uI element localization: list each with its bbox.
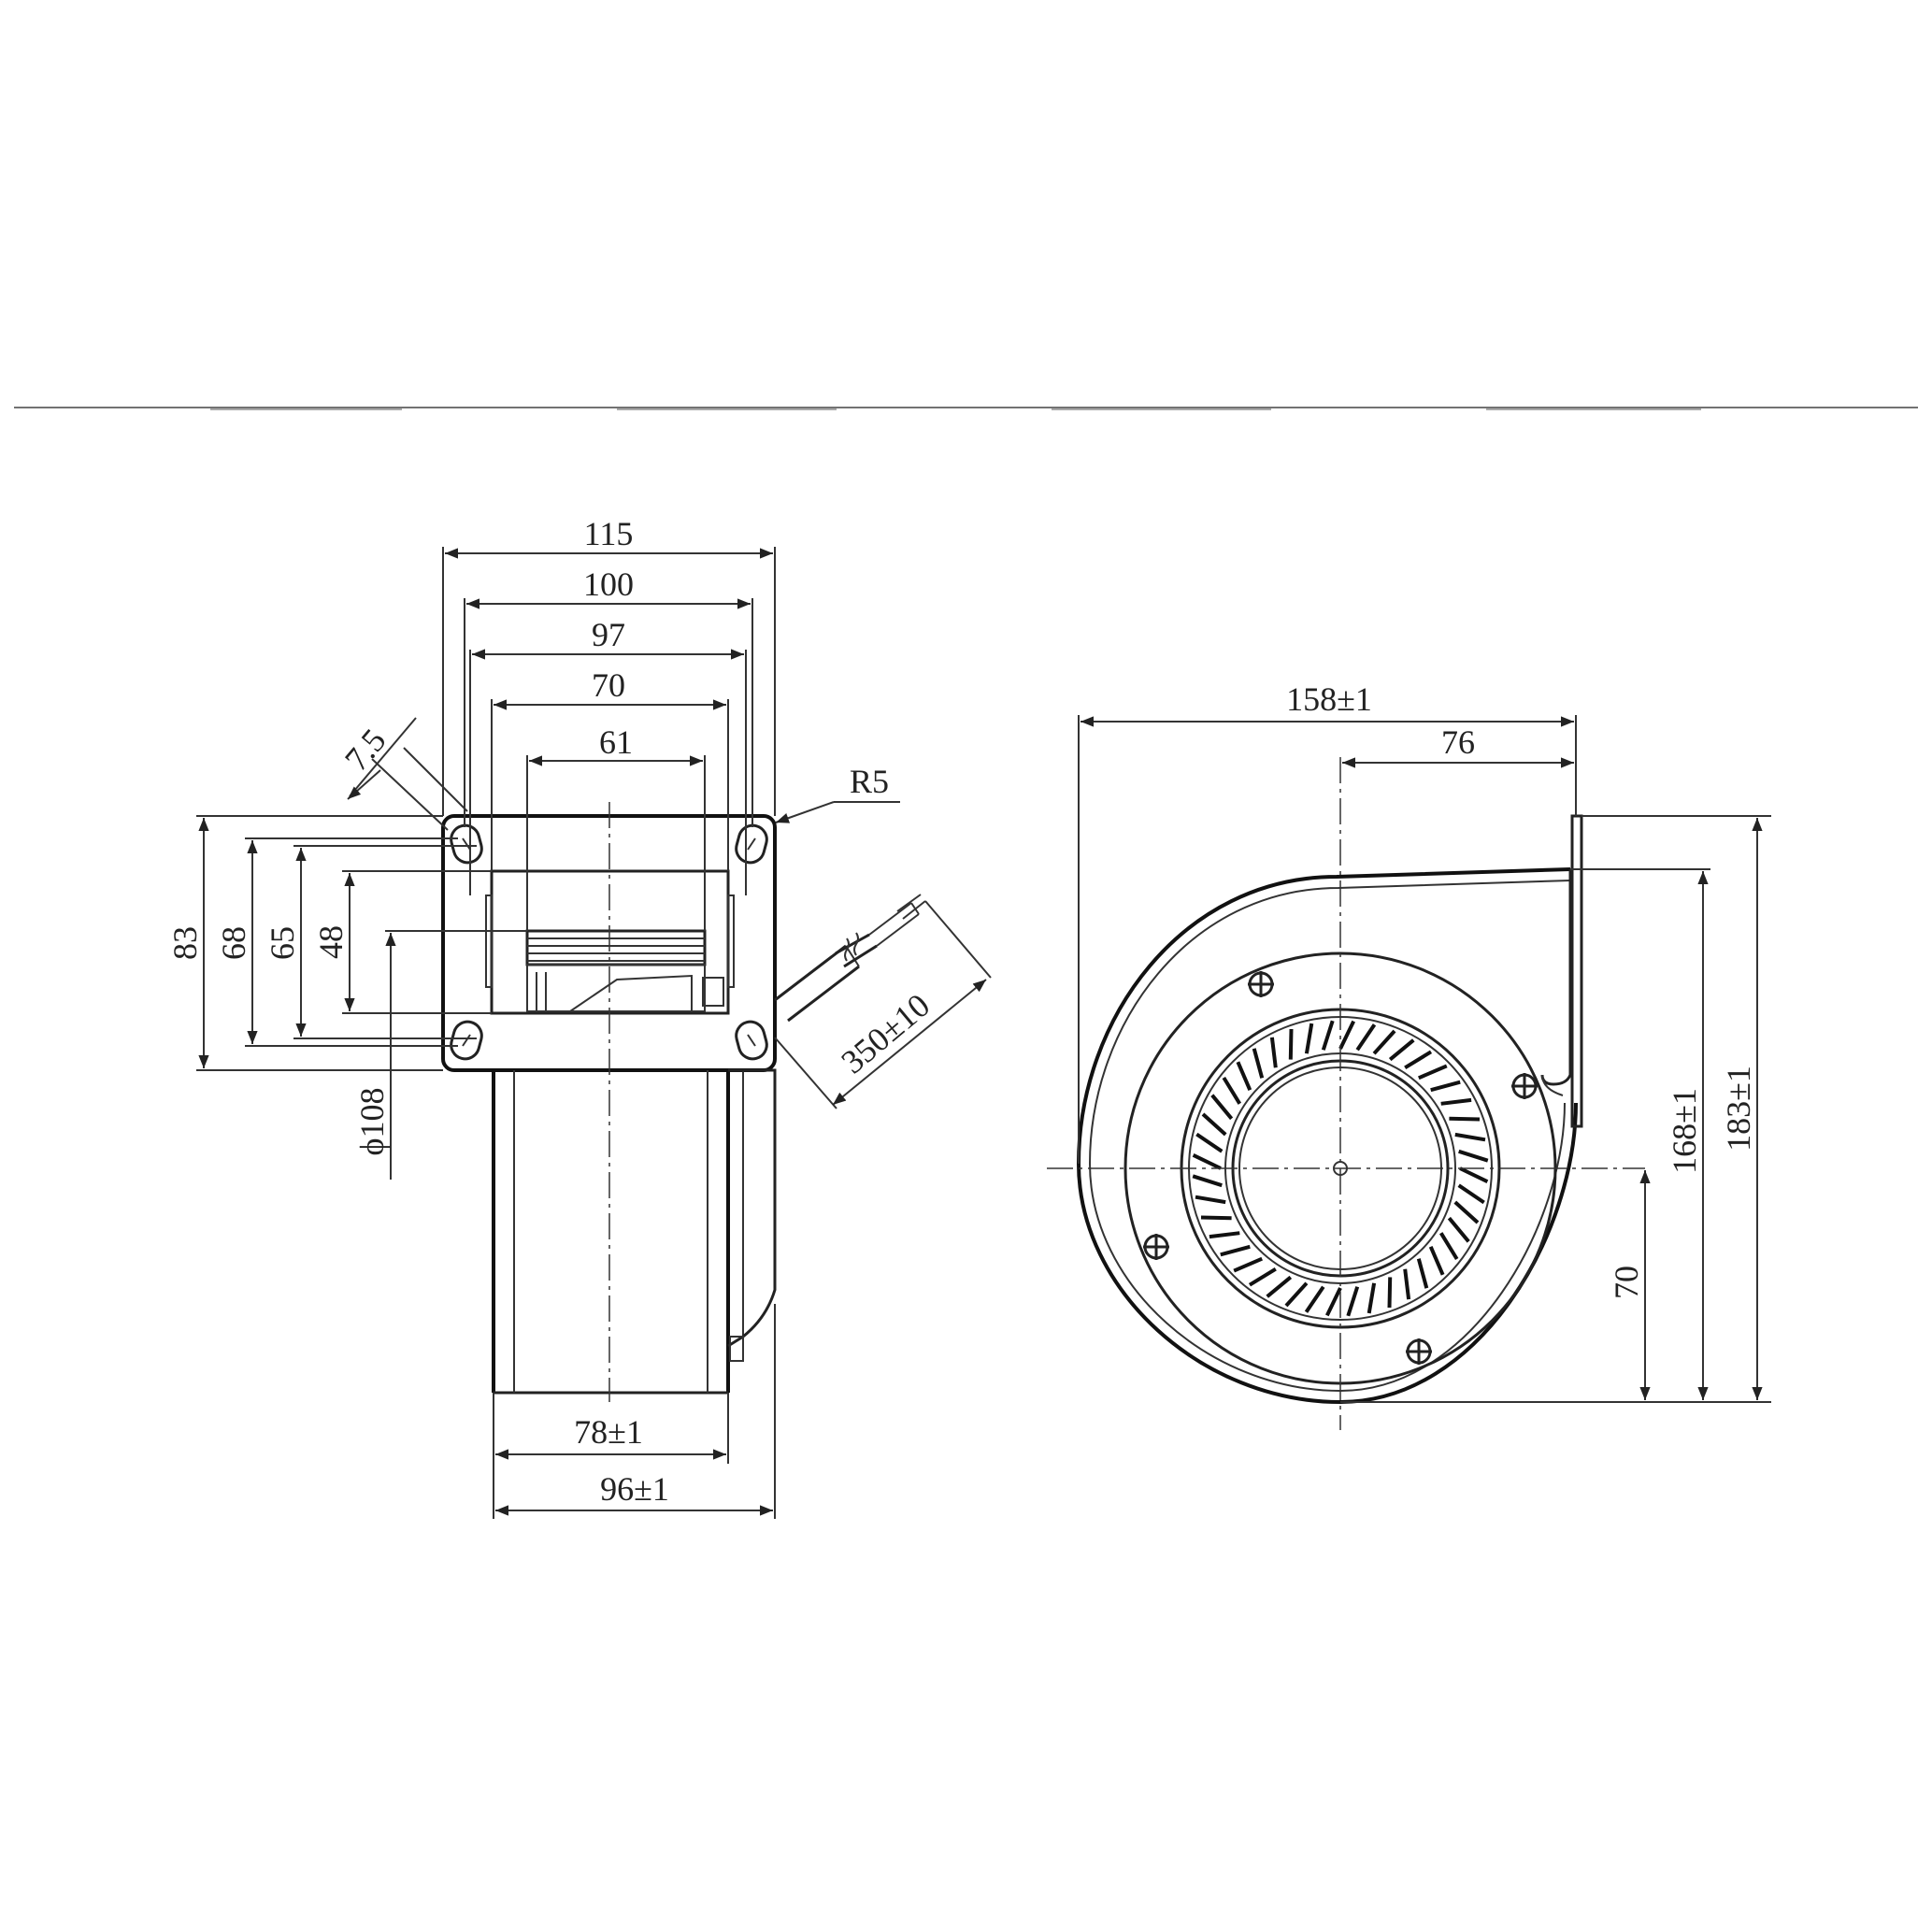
svg-text:96±1: 96±1 [600,1470,669,1508]
svg-text:78±1: 78±1 [574,1413,643,1451]
svg-text:168±1: 168±1 [1666,1088,1703,1174]
svg-text:70: 70 [1608,1266,1645,1299]
svg-text:70: 70 [592,666,625,704]
impeller-blade [1355,1023,1377,1052]
impeller-blade [1387,1277,1393,1309]
svg-text:61: 61 [599,723,633,761]
dimension-168: 168±1 [1570,868,1710,1400]
impeller-blade [1192,1152,1222,1170]
impeller-blade [1447,1216,1470,1243]
impeller-blade [1346,1286,1360,1317]
impeller-blade [1457,1183,1485,1205]
svg-text:65: 65 [264,926,301,960]
svg-text:76: 76 [1441,723,1475,761]
impeller-blade [1418,1064,1448,1080]
impeller-blade [1428,1246,1445,1276]
impeller-blade [1200,1215,1232,1221]
svg-text:R5: R5 [850,763,889,800]
impeller-blade [1233,1256,1263,1273]
impeller-blade [1252,1048,1265,1079]
dimension-slot-7-5: 7.5 [337,717,468,831]
svg-text:83: 83 [166,926,204,960]
front-view: 158±1 76 183±1 168±1 70 [1047,680,1771,1430]
impeller-blade [1266,1275,1293,1298]
impeller-blade [1288,1028,1294,1060]
impeller-blade [1438,1232,1459,1261]
cable [774,894,926,1023]
impeller-blade [1304,1023,1314,1054]
svg-text:158±1: 158±1 [1286,680,1372,718]
impeller-blade [1403,1268,1411,1300]
impeller-blade [1449,1116,1481,1122]
impeller-blade [1416,1258,1429,1289]
impeller-blade [1195,1132,1224,1153]
dimension-68: 68 [215,837,458,1047]
screw-icon [1143,971,1538,1365]
impeller-blade [1195,1195,1226,1205]
scroll-housing [1076,867,1578,1405]
dimension-158: 158±1 [1078,680,1577,1164]
impeller-blade [1458,1149,1489,1163]
impeller-blade [1236,1061,1252,1091]
impeller-blade [1222,1076,1242,1105]
impeller-blade [1404,1050,1433,1070]
dimension-70-front: 70 [1608,1170,1651,1400]
impeller-blade [1367,1282,1377,1314]
dimension-100: 100 [464,565,753,827]
impeller-blade [1454,1132,1486,1142]
impeller-blade [1388,1038,1415,1062]
impeller-blade [1304,1285,1325,1313]
svg-text:ϕ108: ϕ108 [353,1088,391,1156]
svg-text:183±1: 183±1 [1720,1066,1757,1152]
dimension-96: 96±1 [493,1304,776,1519]
dimension-r5: R5 [775,763,900,823]
impeller-blade [1192,1174,1223,1188]
impeller-blade [1269,1037,1278,1068]
svg-text:68: 68 [215,926,252,960]
impeller-blade [1321,1020,1335,1051]
top-border-line [14,407,1918,410]
svg-text:97: 97 [592,616,625,653]
impeller-blade [1372,1029,1396,1055]
impeller-blades [1192,1020,1489,1317]
dimension-83: 83 [166,815,443,1071]
impeller-view [525,929,724,1012]
svg-text:48: 48 [312,925,350,959]
dimension-diameter-108: ϕ108 [353,930,527,1180]
side-view: 115 100 97 70 61 [166,515,992,1519]
dimension-70: 70 [491,666,729,871]
outlet-flange [1570,814,1583,1128]
impeller-blade [1284,1281,1309,1308]
impeller-blade [1459,1166,1489,1184]
impeller-blade [1248,1267,1277,1287]
impeller-blade [1220,1244,1251,1257]
dimension-97: 97 [469,616,747,895]
dimension-76: 76 [1342,723,1574,768]
impeller-blade [1440,1097,1472,1106]
svg-text:7.5: 7.5 [337,722,394,778]
svg-text:115: 115 [584,515,634,552]
impeller-blade [1338,1020,1356,1050]
impeller-blade [1201,1112,1227,1137]
impeller-blade [1210,1094,1234,1121]
impeller-blade [1430,1080,1461,1093]
impeller-blade [1209,1231,1240,1239]
dimension-183: 183±1 [1340,815,1771,1403]
svg-text:100: 100 [583,565,634,603]
dimension-115: 115 [442,515,776,816]
impeller-blade [1324,1287,1342,1317]
motor-body [492,1068,777,1395]
dimension-65: 65 [264,845,477,1039]
impeller-blade [1453,1200,1480,1224]
dimension-48: 48 [312,870,492,1014]
dimension-78: 78±1 [493,1393,729,1464]
dimension-61: 61 [526,723,706,931]
